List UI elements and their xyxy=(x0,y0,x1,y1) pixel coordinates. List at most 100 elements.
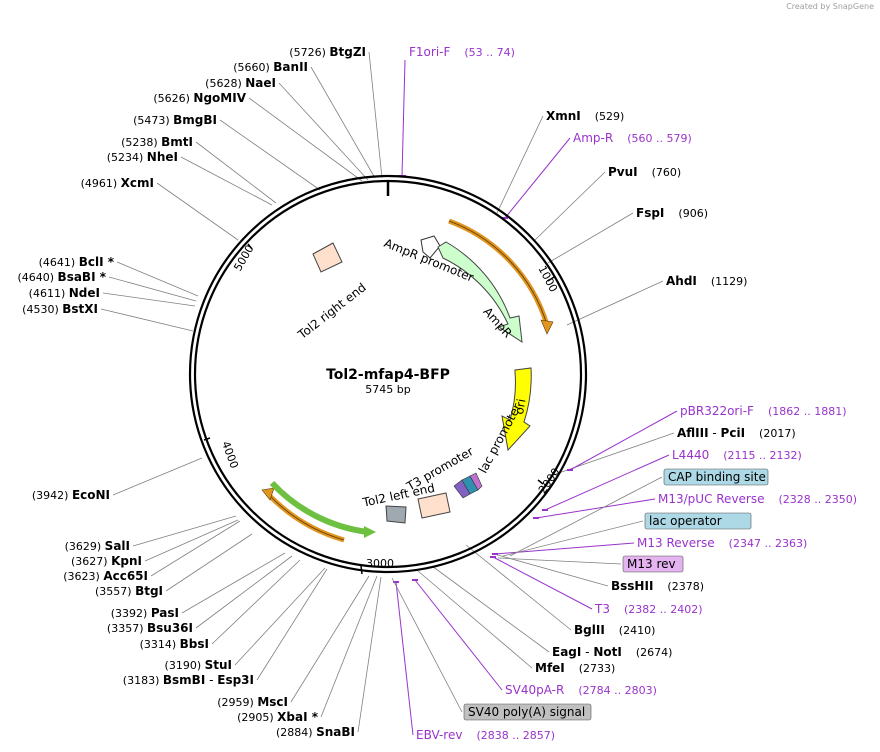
enzyme-site-label: (5726) BtgZI xyxy=(289,45,366,59)
enzyme-position: (3183) xyxy=(123,674,163,687)
tick-label-3000: 3000 xyxy=(366,557,394,570)
feature-tol2-right-end xyxy=(312,242,343,273)
enzyme-site-label: (3942) EcoNI xyxy=(32,488,110,502)
enzyme-position: (4641) xyxy=(39,256,79,269)
leader-line xyxy=(195,141,277,204)
plasmid-size: 5745 bp xyxy=(365,383,410,396)
enzyme-position: (3629) xyxy=(65,540,105,553)
leader-line xyxy=(278,82,369,181)
primer-name: Amp-R xyxy=(573,131,613,145)
enzyme-site-label: (5234) NheI xyxy=(107,150,178,164)
leader-line xyxy=(493,553,609,587)
leader-line xyxy=(502,520,644,557)
enzyme-sep: - xyxy=(709,426,721,440)
enzyme-name: MscI xyxy=(257,695,288,709)
leader-line xyxy=(414,579,503,691)
enzyme-position: (5473) xyxy=(133,114,173,127)
box-label-cap-binding-site: CAP binding site xyxy=(668,470,766,484)
enzyme-name: NheI xyxy=(147,150,178,164)
enzyme-site-label: (2905) XbaI * xyxy=(237,710,319,724)
enzyme-position: (906) xyxy=(678,207,708,220)
tick-4000: 4000 xyxy=(203,437,241,470)
leader-line xyxy=(417,570,533,669)
leader-line xyxy=(320,575,378,718)
box-label-sv40-polya: SV40 poly(A) signal xyxy=(468,705,585,719)
enzyme-name: EagI xyxy=(552,645,581,659)
enzyme-name: BsmBI xyxy=(163,673,205,687)
box-sv40-polya xyxy=(463,703,592,721)
primer-name: pBR322ori-F xyxy=(680,404,754,418)
primer-arrowhead-ampR xyxy=(540,319,554,335)
enzyme-name: XcmI xyxy=(121,176,154,190)
primer-range: (53 .. 74) xyxy=(464,46,515,59)
enzyme-position: (2410) xyxy=(619,624,656,637)
enzyme-position: (5234) xyxy=(107,151,147,164)
enzyme-position: (529) xyxy=(595,110,625,123)
enzyme-position: (3557) xyxy=(95,585,135,598)
enzyme-position: (5726) xyxy=(289,46,329,59)
enzyme-site-label: (2959) MscI xyxy=(217,695,288,709)
enzyme-name: Acc65I xyxy=(103,569,148,583)
feature-ampr xyxy=(437,241,523,344)
enzyme-position: (3627) xyxy=(71,555,111,568)
tick-2000: 2000 xyxy=(536,466,563,496)
leader-line xyxy=(248,97,363,182)
enzyme-position: (2733) xyxy=(579,662,616,675)
leader-line xyxy=(509,476,663,557)
enzyme-site-label: (3557) BtgI xyxy=(95,584,163,598)
leader-lines xyxy=(100,51,678,736)
enzyme-name: BbsI xyxy=(180,637,209,651)
enzyme-name: BtgZI xyxy=(329,45,366,59)
enzyme-name: StuI xyxy=(205,658,232,672)
feature-cluster-lac xyxy=(453,472,483,499)
leader-line xyxy=(552,432,675,476)
primer-name: SV40pA-R xyxy=(505,683,564,697)
enzyme-site-label: (5628) NaeI xyxy=(205,76,276,90)
enzyme-name: BanII xyxy=(273,60,308,74)
enzyme-sep: - xyxy=(205,673,217,687)
enzyme-name: EcoNI xyxy=(72,488,110,502)
enzyme-position: (5238) xyxy=(121,136,161,149)
box-label-lac-operator: lac operator xyxy=(649,514,722,528)
enzyme-position: (2674) xyxy=(636,646,673,659)
primer-range: (2838 .. 2857) xyxy=(476,729,555,742)
feature-ori xyxy=(501,367,532,452)
leader-line xyxy=(465,544,572,631)
primer-range: (2382 .. 2402) xyxy=(624,603,703,616)
enzyme-name: MfeI xyxy=(535,661,565,675)
primer-label: M13 Reverse(2347 .. 2363) xyxy=(637,536,807,550)
primer-label: EBV-rev(2838 .. 2857) xyxy=(416,728,555,742)
enzyme-site-label: (4530) BstXI xyxy=(22,302,98,316)
enzyme-position: (2905) xyxy=(237,711,277,724)
enzyme-site-label: (3392) PasI xyxy=(111,606,179,620)
leader-line xyxy=(401,59,406,177)
leader-line xyxy=(395,581,414,736)
feature-label-tol2-right-end: Tol2 right end xyxy=(295,280,369,342)
enzyme-name: XmnI xyxy=(546,109,581,123)
leader-line xyxy=(132,515,237,547)
enzyme-name: Bsu36I xyxy=(147,621,193,635)
leader-line xyxy=(566,280,664,326)
enzyme-site-label: (5473) BmgBI xyxy=(133,113,217,127)
enzyme-site-label: (5626) NgoMIV xyxy=(153,91,246,105)
leader-line xyxy=(144,519,239,562)
primer-name: T3 xyxy=(594,602,610,616)
primer-label: SV40pA-R(2784 .. 2803) xyxy=(505,683,657,697)
leader-line xyxy=(534,171,606,241)
enzyme-name: AflIII xyxy=(677,426,709,440)
enzyme-name: BsaBI * xyxy=(58,270,107,284)
leader-line xyxy=(504,137,571,219)
feature-tol2-left-end xyxy=(417,492,451,519)
enzyme-site-label: (3314) BbsI xyxy=(140,637,209,651)
enzyme-site-label: BglII(2410) xyxy=(574,623,655,637)
enzyme-site-label: (2884) SnaBI xyxy=(276,725,355,739)
enzyme-name: BclI * xyxy=(79,255,115,269)
leader-line xyxy=(181,552,286,614)
enzyme-position: (5628) xyxy=(205,77,245,90)
enzyme-name: FspI xyxy=(636,206,664,220)
enzyme-name: PvuI xyxy=(608,165,638,179)
enzyme-name: AhdI xyxy=(666,274,697,288)
enzyme-position: (4640) xyxy=(17,271,57,284)
enzyme-site-label: (4641) BclI * xyxy=(39,255,115,269)
